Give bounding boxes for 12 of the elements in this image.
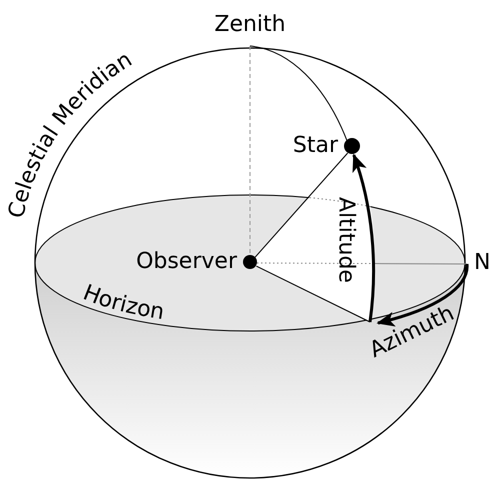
line (256, 266, 370, 322)
horizon-label: Horizon (80, 280, 166, 326)
arrow (376, 264, 468, 326)
line (250, 46, 348, 142)
star-label: Star (292, 135, 338, 157)
dashed-line (256, 262, 468, 264)
arrow (352, 154, 376, 322)
edge-label: Altitude (334, 197, 358, 283)
direction-label: N (474, 252, 490, 274)
observer-label: Observer (136, 251, 237, 273)
line (254, 152, 348, 258)
zenith-label: Zenith (214, 14, 286, 36)
